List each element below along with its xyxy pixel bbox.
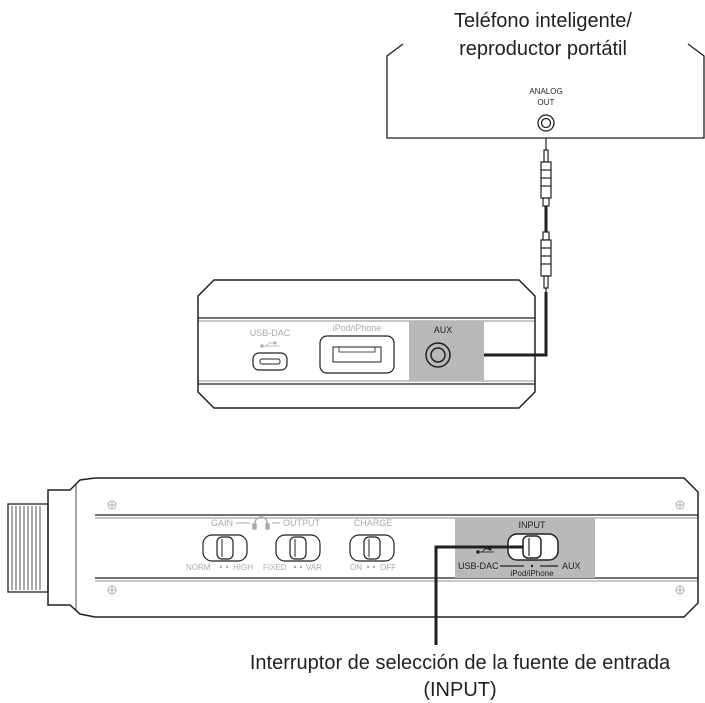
input-aux-label: AUX — [562, 561, 581, 571]
charge-switch[interactable] — [349, 534, 395, 562]
phone-title-line2: reproductor portátil — [459, 38, 627, 60]
callout-line2: (INPUT) — [423, 679, 496, 701]
output-switch[interactable] — [275, 534, 321, 562]
front-ipod-label: iPod/iPhone — [333, 323, 382, 333]
device-top: GAIN OUTPUT CHARGE NORM HIGH FIXED VAR — [7, 477, 699, 645]
screw-icon — [107, 500, 685, 595]
charge-on-label: ON — [350, 563, 362, 572]
front-aux-label: AUX — [434, 325, 453, 335]
usb-symbol-icon — [260, 341, 280, 348]
input-ipod-label: iPod/iPhone — [510, 569, 554, 578]
gain-norm-label: NORM — [186, 563, 211, 572]
phone-title-line1: Teléfono inteligente/ — [454, 10, 632, 32]
usb-symbol-icon — [476, 547, 494, 554]
callout-leader — [434, 545, 523, 645]
output-fixed-label: FIXED — [263, 563, 287, 572]
gain-label: GAIN — [211, 518, 233, 528]
audio-cable — [438, 138, 552, 357]
analog-out-jack-icon — [537, 114, 555, 132]
device-front: USB-DAC iPod/iPhone AUX — [197, 279, 536, 409]
charge-off-label: OFF — [380, 563, 396, 572]
charge-label: CHARGE — [354, 518, 393, 528]
phone-box: Teléfono inteligente/ reproductor portát… — [386, 10, 705, 139]
analog-label-line2: OUT — [538, 98, 555, 107]
gain-switch[interactable] — [202, 534, 248, 562]
output-var-label: VAR — [306, 563, 322, 572]
aux-highlight — [409, 321, 484, 381]
front-usb-dac-label: USB-DAC — [250, 328, 291, 338]
micro-usb-port — [252, 352, 288, 371]
analog-label-line1: ANALOG — [529, 87, 562, 96]
output-label: OUTPUT — [283, 518, 321, 528]
usb-a-port — [319, 335, 395, 374]
headphone-icon — [252, 516, 270, 530]
aux-jack-icon — [425, 342, 451, 368]
gain-high-label: HIGH — [233, 563, 253, 572]
volume-knob — [7, 503, 49, 593]
input-label: INPUT — [519, 520, 547, 530]
callout-line1: Interruptor de selección de la fuente de… — [250, 652, 671, 674]
input-usb-dac-label: USB-DAC — [458, 561, 499, 571]
